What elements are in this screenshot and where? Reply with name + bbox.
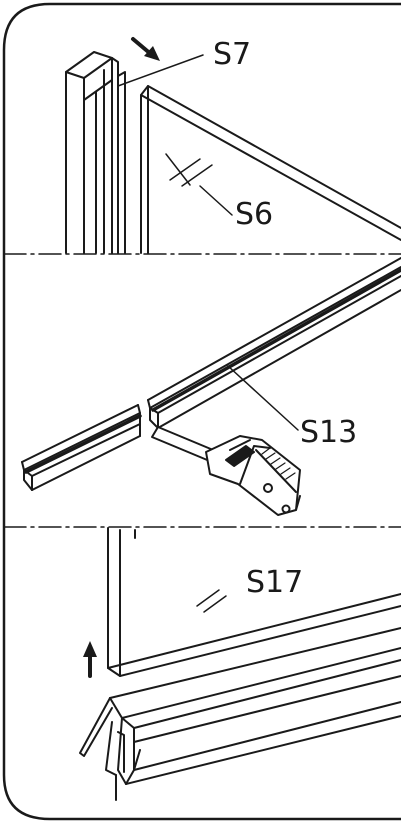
leader-line-s7 [117, 54, 204, 87]
label-s13: S13 [300, 415, 357, 450]
label-s17: S17 [246, 565, 303, 600]
panel-bottom: S17 [79, 527, 401, 801]
glass-reflection-icon [165, 153, 213, 187]
arrow-down-right-icon [131, 37, 160, 61]
glass-pane [140, 85, 401, 254]
seal-strip-short [21, 404, 142, 491]
bottom-seal-profile [79, 627, 401, 801]
glass-pane-bottom [107, 527, 401, 677]
label-s7: S7 [213, 37, 251, 72]
utility-knife-icon [151, 426, 301, 516]
panel-top: S7 S6 [65, 37, 401, 254]
arrow-up-icon [83, 641, 97, 678]
leader-line-s13 [227, 365, 299, 431]
panel-middle: S13 [21, 257, 401, 516]
glass-reflection-icon [196, 589, 227, 613]
seal-strip-long [147, 257, 401, 429]
vertical-seal-profile [65, 51, 126, 254]
label-s6: S6 [235, 197, 273, 232]
